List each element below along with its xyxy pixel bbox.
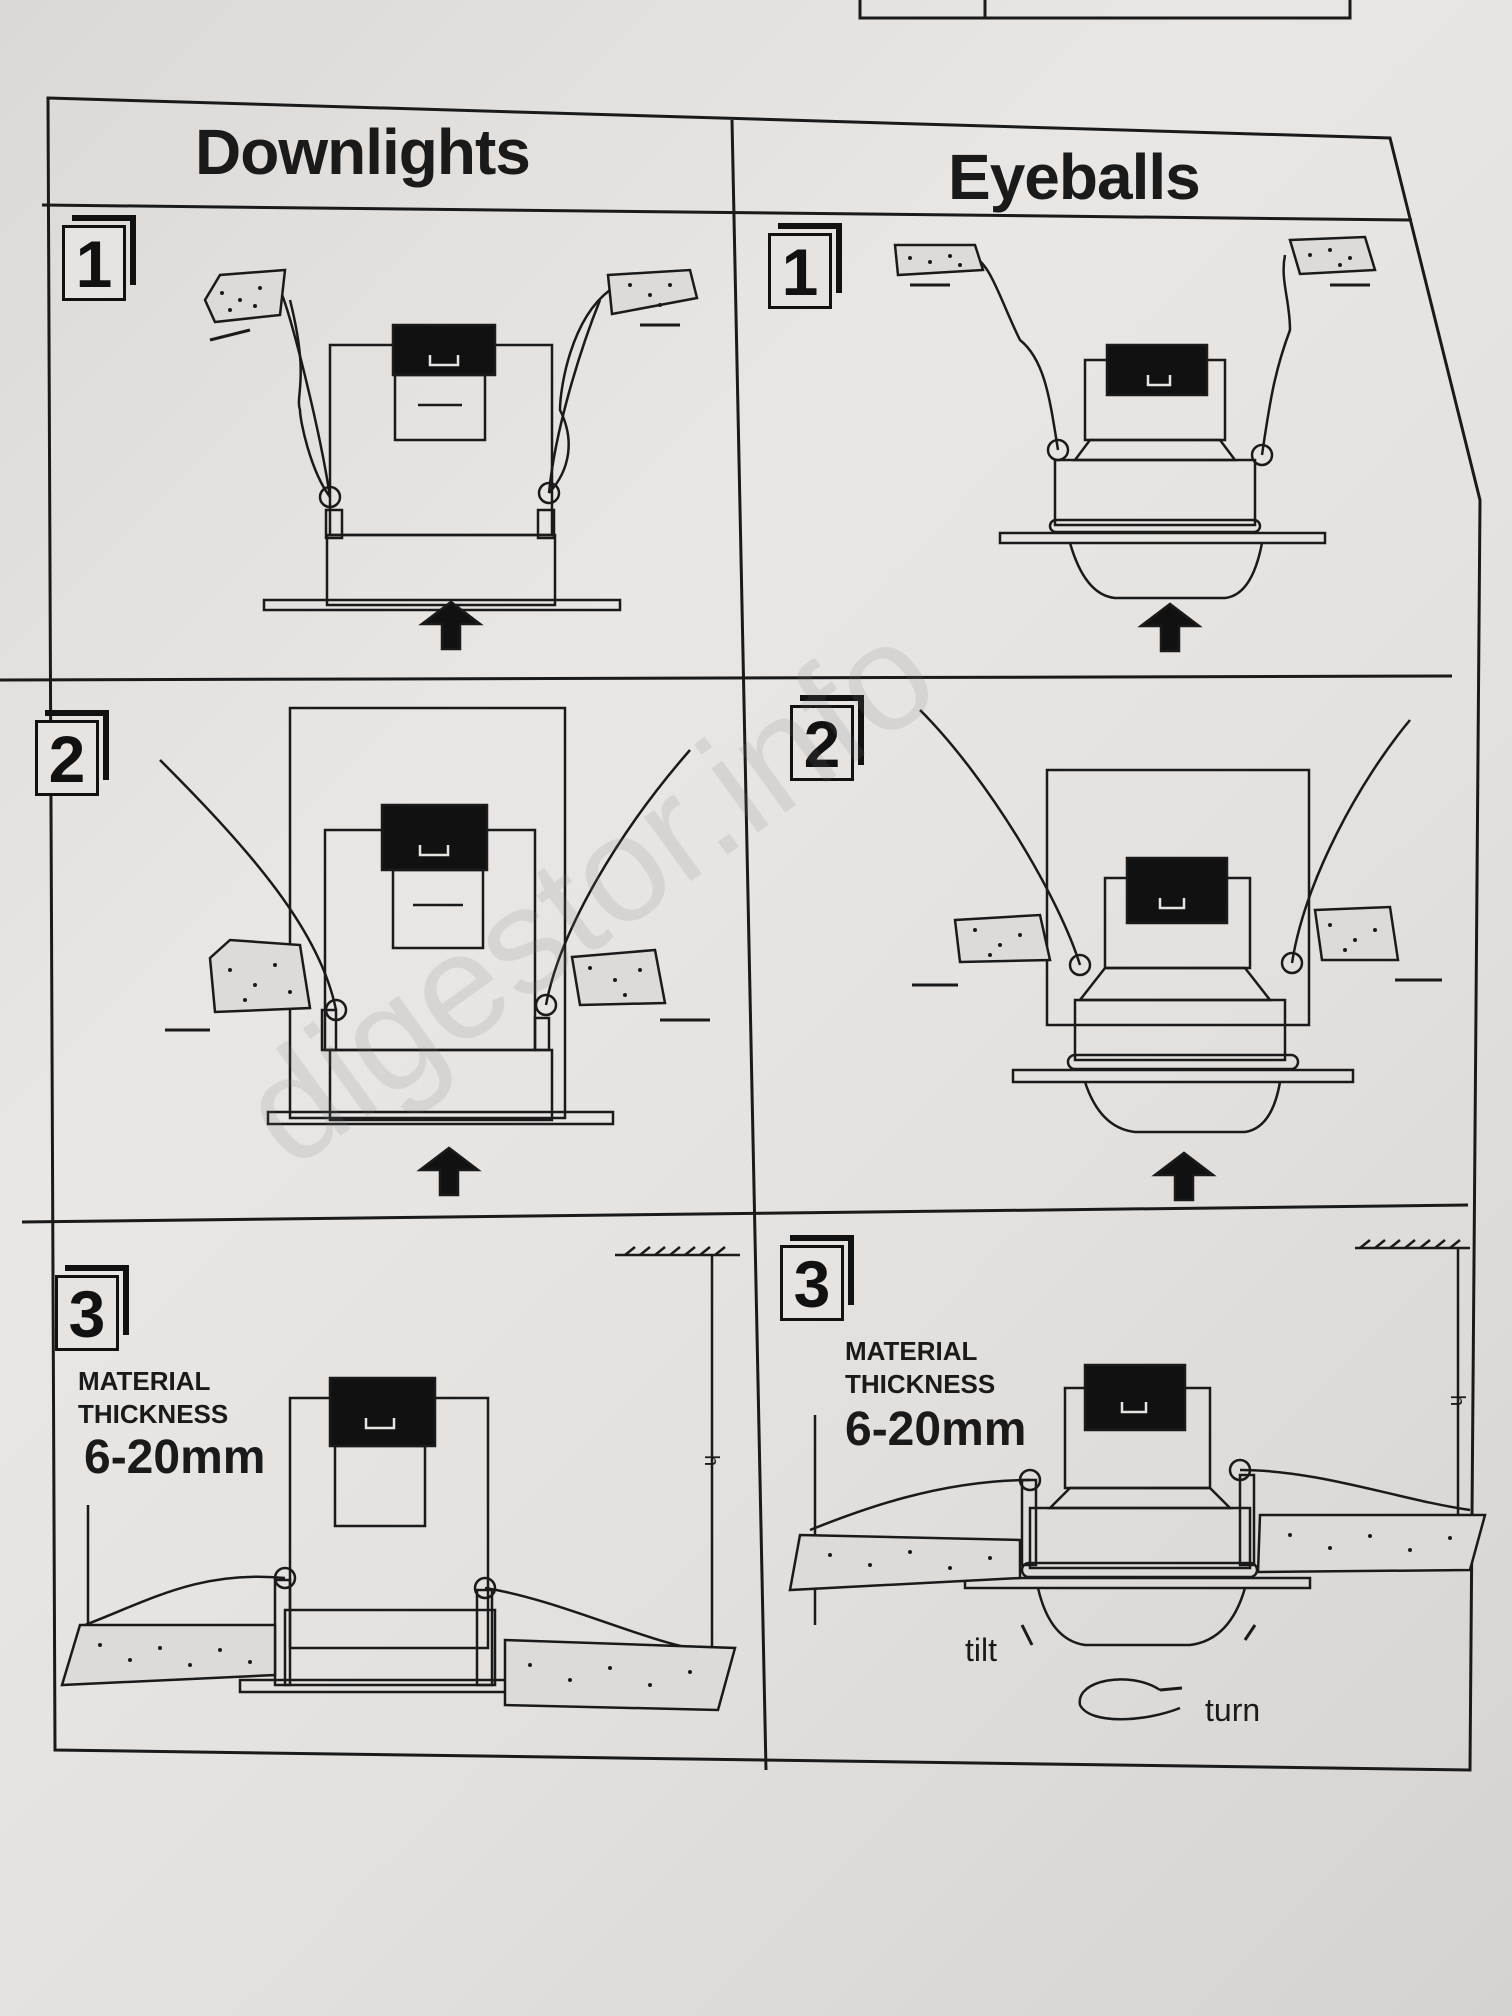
material-label-line1: MATERIAL — [78, 1366, 211, 1396]
material-thickness-value-eyeball: 6-20mm — [845, 1403, 1027, 1456]
step-badge-eyeball-3: 3 — [780, 1235, 854, 1321]
step-number: 2 — [790, 705, 854, 781]
height-marker-downlight: h — [700, 1455, 722, 1467]
step-badge-shadow — [45, 710, 109, 780]
step-badge-eyeball-1: 1 — [768, 223, 842, 309]
eyeball-step3-drawing — [788, 1239, 1487, 1721]
step-number: 1 — [62, 225, 126, 301]
step-badge-shadow — [800, 695, 864, 765]
step-number: 3 — [55, 1275, 119, 1351]
height-marker-eyeball: h — [1446, 1395, 1468, 1407]
material-label-downlight: MATERIAL THICKNESS — [78, 1365, 228, 1431]
eyeball-step1-drawing — [893, 235, 1377, 653]
step-badge-downlight-1: 1 — [62, 215, 136, 301]
downlight-step1-drawing — [203, 268, 699, 651]
step-number: 2 — [35, 720, 99, 796]
eyeball-step2-drawing — [912, 709, 1442, 1202]
step-badge-eyeball-2: 2 — [790, 695, 864, 781]
step-badge-shadow — [72, 215, 136, 285]
step-number: 3 — [780, 1245, 844, 1321]
outer-frame — [46, 96, 1482, 1772]
step-number: 1 — [768, 233, 832, 309]
step-badge-downlight-3: 3 — [55, 1265, 129, 1351]
material-thickness-value-downlight: 6-20mm — [84, 1431, 266, 1484]
material-label-line1: MATERIAL — [845, 1336, 978, 1366]
tilt-label: tilt — [965, 1632, 997, 1668]
material-label-line2: THICKNESS — [78, 1399, 229, 1429]
turn-label: turn — [1205, 1692, 1261, 1728]
downlight-step3-drawing — [60, 1246, 740, 1712]
step-badge-shadow — [65, 1265, 129, 1335]
downlight-step2-drawing — [159, 706, 710, 1197]
downlights-title: Downlights — [195, 116, 531, 188]
eyeballs-title: Eyeballs — [948, 141, 1201, 213]
material-label-line2: THICKNESS — [845, 1369, 996, 1399]
column-divider — [730, 119, 768, 1771]
step-badge-shadow — [790, 1235, 854, 1305]
material-dots — [98, 248, 1452, 1687]
step-badge-shadow — [778, 223, 842, 293]
step-badge-downlight-2: 2 — [35, 710, 109, 796]
material-label-eyeball: MATERIAL THICKNESS — [845, 1335, 995, 1401]
